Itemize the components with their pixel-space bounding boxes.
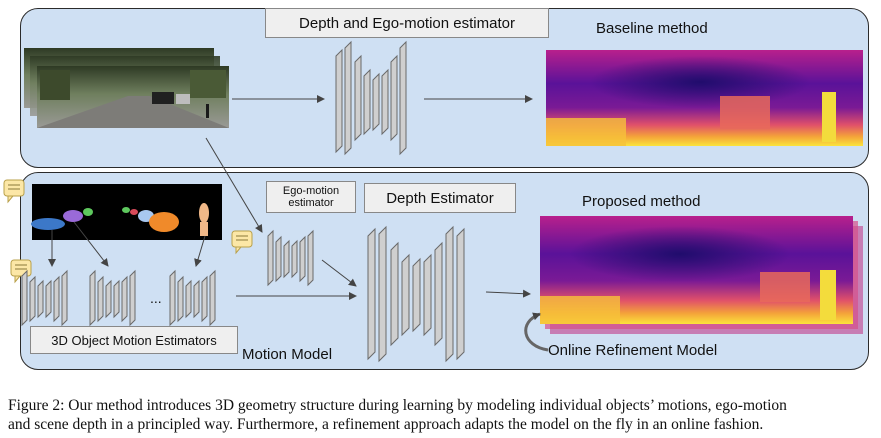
ego-motion-box: Ego-motion estimator: [266, 181, 356, 213]
depth-estimator-box: Depth Estimator: [364, 183, 516, 213]
input-image-stack: [24, 48, 229, 128]
note-icon: [10, 259, 32, 284]
object-estimators-box: 3D Object Motion Estimators: [30, 326, 238, 354]
note-icon: [231, 230, 253, 255]
proposed-label: Proposed method: [582, 193, 701, 210]
refinement-label: Online Refinement Model: [548, 342, 718, 359]
arrow-object-3: [194, 235, 206, 267]
object-motion-network: [89, 269, 136, 327]
proposed-depth-map: [540, 216, 863, 334]
arrow-depth-to-proposed: [485, 289, 531, 298]
segmentation-mask: [31, 184, 222, 240]
motion-model-label: Motion Model: [242, 346, 333, 363]
arrow-object-2: [73, 221, 109, 267]
caption-line-1: Figure 2: Our method introduces 3D geome…: [8, 397, 787, 414]
ellipsis-label: ...: [150, 290, 162, 306]
caption-line-2: and scene depth in a principled way. Fur…: [8, 416, 764, 433]
depth-ego-network: [335, 40, 407, 156]
object-motion-network: [169, 269, 216, 327]
arrow-ego-to-depth: [321, 259, 357, 287]
object-motion-network: [21, 269, 68, 327]
figure-caption: Figure 2: Our method introduces 3D geome…: [8, 396, 874, 434]
baseline-label: Baseline method: [596, 20, 708, 37]
depth-estimator-network: [367, 225, 465, 363]
note-icon: [3, 179, 25, 204]
arrow-image-to-ego: [205, 137, 263, 233]
depth-ego-title: Depth and Ego-motion estimator: [265, 8, 549, 38]
baseline-depth-map: [546, 50, 863, 146]
refinement-loop-icon: [524, 312, 549, 352]
ego-motion-network: [267, 229, 314, 287]
